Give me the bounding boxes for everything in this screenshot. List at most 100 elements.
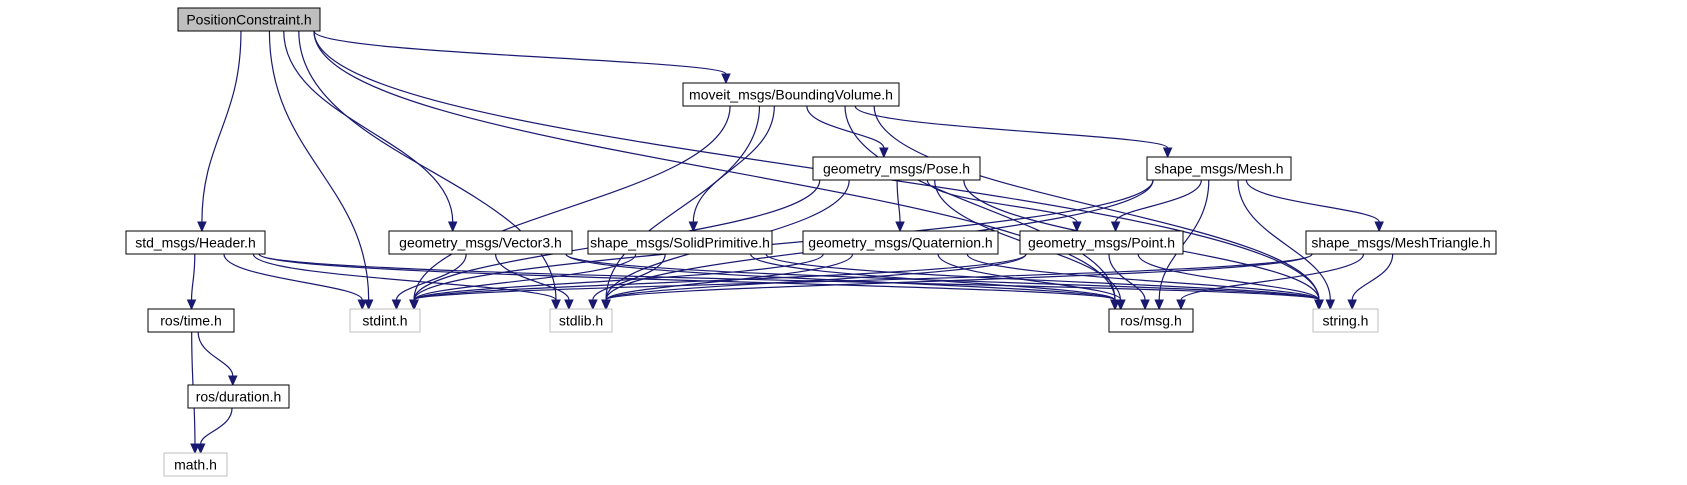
edge-solid-primitive-to-ros-msg	[750, 253, 1120, 311]
node-position-constraint[interactable]: PositionConstraint.h	[177, 7, 321, 32]
node-box	[1146, 156, 1292, 181]
edge-ros-duration-to-math	[195, 407, 233, 455]
node-label: geometry_msgs/Point.h	[1028, 235, 1175, 251]
edge-bounding-volume-to-solid-primitive	[688, 105, 775, 233]
edge-line	[966, 253, 1320, 301]
arrowhead-icon	[1325, 299, 1336, 311]
node-label: ros/msg.h	[1120, 313, 1181, 329]
edge-line	[765, 253, 1320, 301]
node-ros-msg[interactable]: ros/msg.h	[1108, 308, 1194, 333]
edge-mesh-to-mesh-triangle	[1245, 179, 1384, 233]
edge-line	[1115, 179, 1202, 223]
arrowhead-icon	[1176, 299, 1186, 311]
edge-line	[1237, 179, 1331, 301]
arrowhead-icon	[1154, 299, 1164, 311]
arrowhead-icon	[1116, 299, 1126, 311]
node-stdlib: stdlib.h	[549, 308, 613, 333]
node-header[interactable]: std_msgs/Header.h	[125, 230, 266, 255]
node-box	[1312, 308, 1379, 333]
arrowhead-icon	[363, 299, 374, 311]
arrowhead-icon	[357, 299, 368, 311]
edge-bounding-volume-to-mesh	[854, 105, 1173, 159]
edge-vector3-to-stdint	[391, 253, 467, 311]
nodes-layer: PositionConstraint.h moveit_msgs/Bounding…	[125, 7, 1497, 477]
edge-line	[252, 253, 557, 301]
node-bounding-volume[interactable]: moveit_msgs/BoundingVolume.h	[682, 82, 900, 107]
edge-point-to-ros-msg	[1108, 253, 1150, 311]
edge-point-to-string	[1137, 253, 1324, 311]
node-label: string.h	[1323, 313, 1369, 329]
node-label: PositionConstraint.h	[186, 12, 311, 28]
edge-line	[1351, 253, 1394, 301]
node-label: shape_msgs/MeshTriangle.h	[1311, 235, 1490, 251]
edge-line	[268, 30, 370, 301]
node-string: string.h	[1312, 308, 1379, 333]
node-box	[177, 7, 321, 32]
arrowhead-icon	[1110, 299, 1120, 311]
arrowhead-icon	[1374, 221, 1384, 233]
edge-position-constraint-to-vector3	[283, 30, 458, 233]
edge-line	[395, 253, 467, 301]
edge-mesh-to-ros-msg	[1154, 179, 1210, 311]
node-box	[587, 230, 773, 255]
node-quaternion[interactable]: geometry_msgs/Quaternion.h	[802, 230, 999, 255]
node-point[interactable]: geometry_msgs/Point.h	[1019, 230, 1184, 255]
arrowhead-icon	[409, 299, 419, 311]
edge-line	[258, 253, 1116, 301]
edge-line	[692, 105, 775, 223]
node-solid-primitive[interactable]: shape_msgs/SolidPrimitive.h	[587, 230, 773, 255]
node-box	[388, 230, 573, 255]
edge-line	[1137, 253, 1320, 301]
node-label: shape_msgs/Mesh.h	[1154, 161, 1283, 177]
node-label: moveit_msgs/BoundingVolume.h	[689, 87, 893, 103]
edge-line	[200, 407, 233, 445]
node-mesh-triangle[interactable]: shape_msgs/MeshTriangle.h	[1305, 230, 1497, 255]
edge-mesh-triangle-to-stdlib	[601, 253, 1313, 311]
node-ros-time[interactable]: ros/time.h	[147, 308, 235, 333]
edge-line	[413, 179, 1154, 301]
node-box	[549, 308, 613, 333]
arrowhead-icon	[551, 299, 561, 311]
arrowhead-icon	[1347, 299, 1357, 311]
edge-line	[1245, 179, 1380, 223]
node-box	[812, 156, 981, 181]
edge-line	[1108, 253, 1146, 301]
edge-header-to-ros-time	[186, 253, 197, 311]
arrowhead-icon	[190, 443, 200, 455]
node-pose[interactable]: geometry_msgs/Pose.h	[812, 156, 981, 181]
edge-line	[896, 179, 901, 223]
node-label: geometry_msgs/Quaternion.h	[808, 235, 992, 251]
edge-mesh-to-point	[1110, 179, 1202, 233]
edge-line	[605, 253, 1313, 301]
node-label: stdint.h	[362, 313, 407, 329]
node-mesh[interactable]: shape_msgs/Mesh.h	[1146, 156, 1292, 181]
edge-line	[313, 30, 727, 75]
edge-line	[197, 331, 234, 377]
node-box	[802, 230, 999, 255]
node-ros-duration[interactable]: ros/duration.h	[187, 384, 290, 409]
edge-header-to-stdlib	[252, 253, 561, 311]
arrowhead-icon	[447, 221, 458, 233]
arrowhead-icon	[688, 221, 699, 233]
edge-line	[926, 179, 1078, 223]
edge-line	[937, 253, 1122, 301]
edges-layer	[186, 30, 1394, 455]
edge-position-constraint-to-stdlib	[298, 30, 561, 311]
node-box	[147, 308, 235, 333]
edge-position-constraint-to-bounding-volume	[313, 30, 731, 85]
arrowhead-icon	[895, 221, 905, 233]
node-box	[1108, 308, 1194, 333]
node-label: shape_msgs/SolidPrimitive.h	[590, 235, 770, 251]
edge-line	[413, 253, 1027, 301]
edge-line	[201, 30, 242, 223]
edge-line	[413, 253, 637, 301]
edge-pose-to-point	[926, 179, 1082, 233]
edge-line	[298, 30, 557, 301]
edge-line	[565, 253, 1116, 301]
edge-line	[258, 253, 1320, 301]
arrowhead-icon	[197, 221, 207, 233]
edge-quaternion-to-ros-msg	[937, 253, 1126, 311]
arrowhead-icon	[721, 73, 731, 85]
edge-mesh-to-string	[1237, 179, 1336, 311]
node-vector3[interactable]: geometry_msgs/Vector3.h	[388, 230, 573, 255]
